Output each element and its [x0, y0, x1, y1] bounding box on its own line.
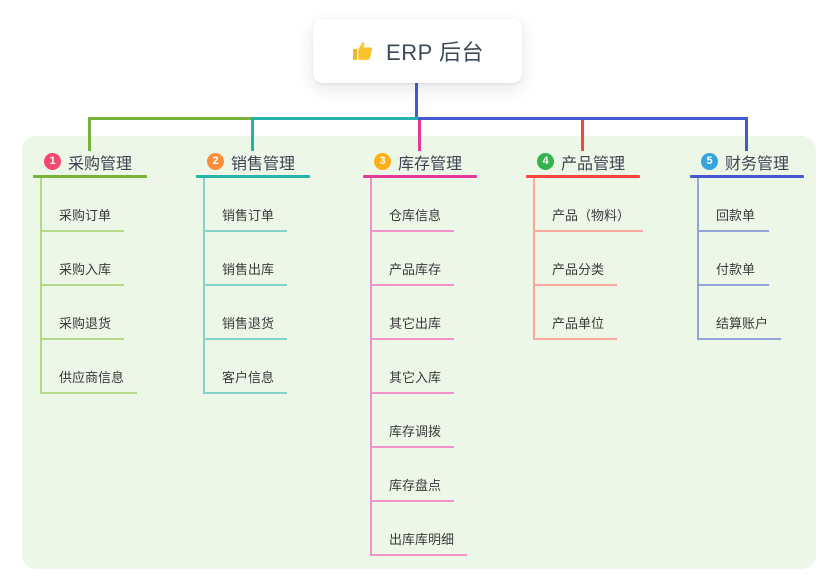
branch-topic-label: 财务管理: [725, 155, 790, 173]
subtopic[interactable]: 采购订单: [42, 178, 125, 232]
subtopic-label: 付款单: [716, 262, 756, 277]
subtopic-label: 销售退货: [222, 316, 275, 331]
subtopic-label: 产品分类: [552, 262, 605, 277]
branch-topic-label: 销售管理: [231, 155, 296, 173]
connector-horizontal-right: [418, 117, 747, 120]
connector-branch-drop-5: [745, 117, 748, 151]
subtopic-label: 产品单位: [552, 316, 605, 331]
branch-topic-5[interactable]: 5 财务管理: [690, 148, 804, 175]
branch-topic-4[interactable]: 4 产品管理: [526, 148, 640, 175]
thumbs-up-icon: [351, 39, 376, 64]
subtopic-label: 采购退货: [59, 316, 112, 331]
subtopic-label: 销售订单: [222, 208, 275, 223]
subtopic-label: 采购订单: [59, 208, 112, 223]
branch-children: 产品（物料） 产品分类产品单位: [533, 178, 644, 340]
subtopic[interactable]: 销售出库: [205, 232, 288, 286]
subtopic-label: 客户信息: [222, 370, 275, 385]
branch-topic-label: 库存管理: [398, 155, 463, 173]
subtopic[interactable]: 其它出库: [372, 286, 455, 340]
connector-branch-drop-4: [581, 120, 584, 151]
branch-5: 5 财务管理回款单付款单结算账户: [690, 148, 804, 340]
subtopic-label: 销售出库: [222, 262, 275, 277]
connector-horizontal-left: [88, 117, 253, 120]
subtopic[interactable]: 结算账户: [699, 286, 782, 340]
root-topic-label: ERP 后台: [386, 40, 484, 65]
subtopic[interactable]: 客户信息: [205, 340, 288, 394]
subtopic[interactable]: 销售订单: [205, 178, 288, 232]
subtopic[interactable]: 库存调拨: [372, 394, 455, 448]
branch-number-badge: 4: [537, 153, 554, 170]
connector-root-stem: [415, 82, 418, 120]
subtopic-label: 供应商信息: [59, 370, 125, 385]
subtopic[interactable]: 付款单: [699, 232, 769, 286]
branch-1: 1 采购管理采购订单采购入库采购退货供应商信息: [33, 148, 147, 394]
subtopic-label: 采购入库: [59, 262, 112, 277]
subtopic[interactable]: 产品库存: [372, 232, 455, 286]
connector-branch-drop-1: [88, 117, 91, 151]
branch-2: 2 销售管理销售订单销售出库销售退货客户信息: [196, 148, 310, 394]
subtopic[interactable]: 产品分类: [535, 232, 618, 286]
branch-4: 4 产品管理产品（物料） 产品分类产品单位: [526, 148, 644, 340]
branch-children: 仓库信息产品库存其它出库其它入库库存调拨库存盘点出库库明细: [370, 178, 477, 556]
subtopic[interactable]: 产品单位: [535, 286, 618, 340]
subtopic-label: 出库库明细: [389, 532, 455, 547]
branch-underline: [33, 175, 147, 178]
branch-number-badge: 1: [44, 153, 61, 170]
branch-children: 回款单付款单结算账户: [697, 178, 804, 340]
branch-topic-2[interactable]: 2 销售管理: [196, 148, 310, 175]
subtopic-label: 其它入库: [389, 370, 442, 385]
branch-underline: [363, 175, 477, 178]
branch-number-badge: 3: [374, 153, 391, 170]
connector-branch-drop-2: [251, 117, 254, 151]
subtopic[interactable]: 出库库明细: [372, 502, 468, 556]
subtopic[interactable]: 其它入库: [372, 340, 455, 394]
subtopic-label: 回款单: [716, 208, 756, 223]
branch-underline: [526, 175, 640, 178]
subtopic[interactable]: 库存盘点: [372, 448, 455, 502]
connector-branch-drop-3: [418, 120, 421, 151]
root-topic[interactable]: ERP 后台: [313, 19, 522, 83]
subtopic-label: 结算账户: [716, 316, 769, 331]
branch-children: 销售订单销售出库销售退货客户信息: [203, 178, 310, 394]
subtopic[interactable]: 产品（物料）: [535, 178, 644, 232]
subtopic[interactable]: 销售退货: [205, 286, 288, 340]
connector-horizontal-middle: [251, 117, 420, 120]
branch-topic-1[interactable]: 1 采购管理: [33, 148, 147, 175]
subtopic[interactable]: 采购入库: [42, 232, 125, 286]
subtopic-label: 产品（物料）: [552, 208, 631, 223]
branch-number-badge: 5: [701, 153, 718, 170]
branch-topic-label: 产品管理: [561, 155, 626, 173]
branch-3: 3 库存管理仓库信息产品库存其它出库其它入库库存调拨库存盘点出库库明细: [363, 148, 477, 556]
subtopic[interactable]: 采购退货: [42, 286, 125, 340]
branch-underline: [196, 175, 310, 178]
subtopic[interactable]: 仓库信息: [372, 178, 455, 232]
subtopic-label: 库存盘点: [389, 478, 442, 493]
branches-panel: [22, 136, 816, 569]
subtopic-label: 产品库存: [389, 262, 442, 277]
branch-children: 采购订单采购入库采购退货供应商信息: [40, 178, 147, 394]
branch-number-badge: 2: [207, 153, 224, 170]
subtopic[interactable]: 供应商信息: [42, 340, 138, 394]
subtopic[interactable]: 回款单: [699, 178, 769, 232]
branch-topic-label: 采购管理: [68, 155, 133, 173]
branch-topic-3[interactable]: 3 库存管理: [363, 148, 477, 175]
subtopic-label: 库存调拨: [389, 424, 442, 439]
subtopic-label: 其它出库: [389, 316, 442, 331]
subtopic-label: 仓库信息: [389, 208, 442, 223]
branch-underline: [690, 175, 804, 178]
